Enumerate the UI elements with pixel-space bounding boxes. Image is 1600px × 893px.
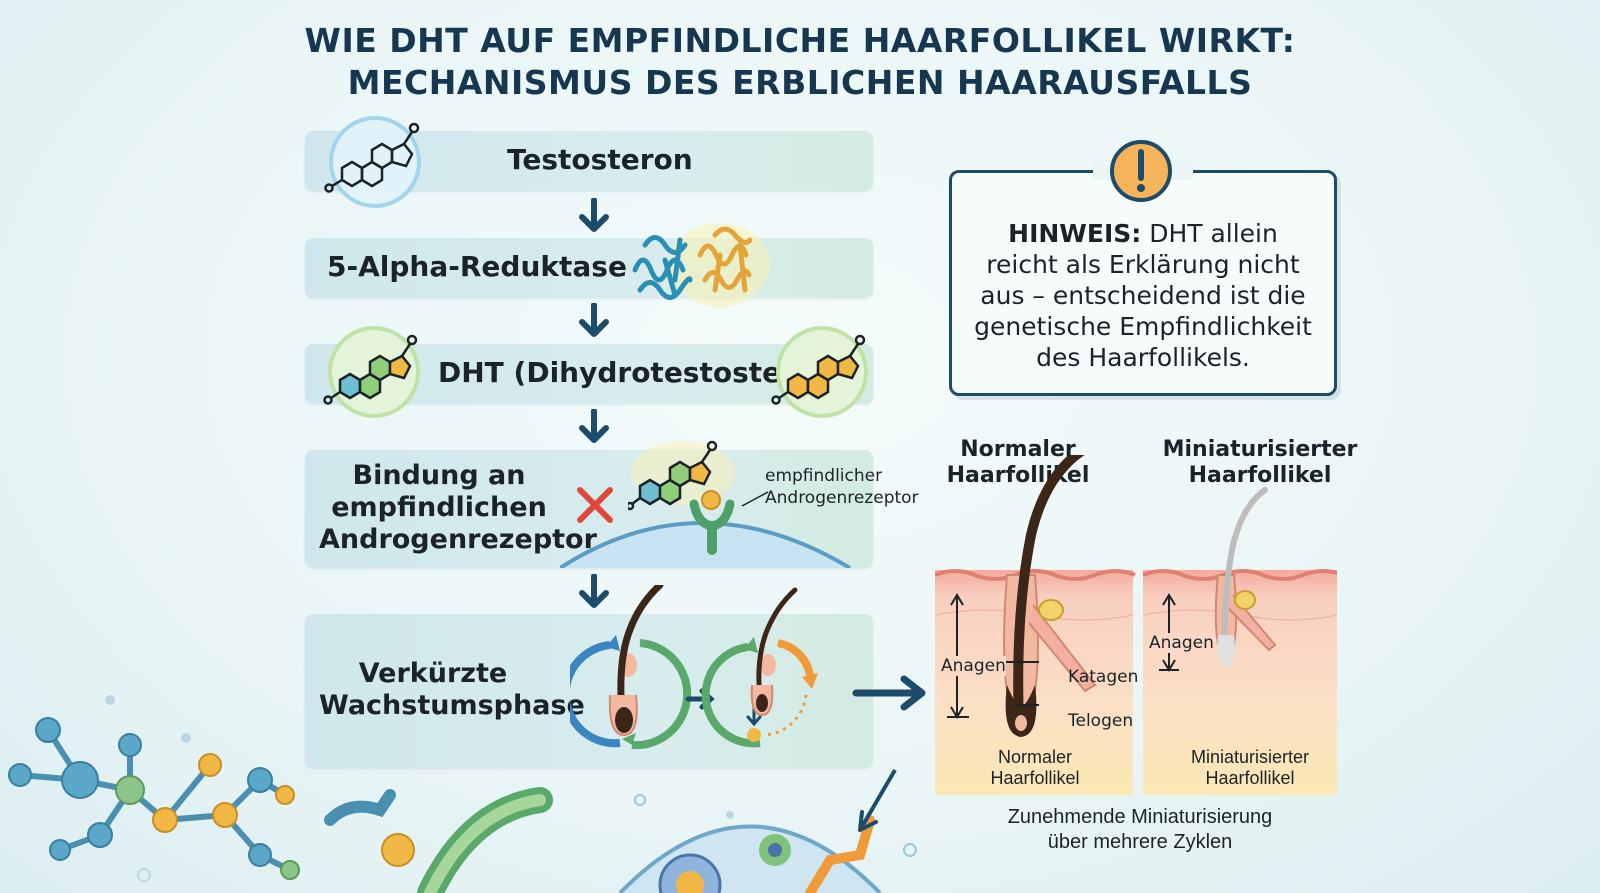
mini-title-line-2: Haarfollikel [1188, 463, 1332, 488]
down-arrow-2 [579, 303, 609, 337]
right-arrow [852, 675, 926, 711]
title-line-1: WIE DHT AUF EMPFINDLICHE HAARFOLLIKEL WI… [304, 21, 1296, 60]
dht-molecule-icon-right [771, 326, 868, 418]
anagen-mini-label: Anagen [1149, 633, 1214, 653]
step-reduktase: 5-Alpha-Reduktase [305, 238, 873, 298]
normal-caption-line-2: Haarfollikel [990, 768, 1080, 788]
blocked-x-icon [577, 487, 613, 523]
hair-cycle-graphic [570, 585, 818, 750]
miniaturization-caption: Zunehmende Miniaturisierung über mehrere… [960, 805, 1320, 855]
receptor-pointer-line [741, 491, 769, 507]
normal-follicle-title: Normaler Haarfollikel [938, 437, 1098, 489]
receptor-label-line-1: empfindlicher [765, 466, 883, 486]
enzyme-protein-icon [632, 223, 770, 307]
molecule-decoration [8, 695, 553, 893]
wachstum-line-2: Wachstumsphase [319, 690, 585, 721]
miniaturization-line-1: Zunehmende Miniaturisierung [1007, 806, 1273, 828]
title-line-2: MECHANISMUS DES ERBLICHEN HAARAUSFALLS [347, 63, 1253, 102]
note-body: DHT allein reicht als Erklärung nicht au… [974, 219, 1312, 372]
testosterone-molecule-icon [324, 116, 421, 208]
katagen-label: Katagen [1068, 667, 1139, 687]
receptor-binding-icon [628, 440, 735, 555]
bindung-line-1: Bindung an [352, 460, 526, 491]
mini-follicle-title: Miniaturisierter Haarfollikel [1160, 437, 1360, 489]
miniaturization-line-2: über mehrere Zyklen [1047, 831, 1233, 853]
normal-title-line-1: Normaler [960, 437, 1076, 462]
note-bold: HINWEIS: [1008, 219, 1142, 248]
note-text: HINWEIS: DHT allein reicht als Erklärung… [970, 218, 1316, 373]
bindung-line-3: Androgenrezeptor [319, 524, 597, 555]
mini-caption: Miniaturisierter Haarfollikel [1165, 747, 1335, 789]
receptor-label-line-2: Androgenrezeptor [765, 488, 919, 508]
down-arrow-1 [579, 198, 609, 232]
cell-decoration [618, 768, 917, 893]
step-testosteron-label: Testosteron [507, 143, 693, 176]
mini-caption-line-2: Haarfollikel [1205, 768, 1295, 788]
down-arrow-3 [579, 409, 609, 443]
normal-caption: Normaler Haarfollikel [955, 747, 1115, 789]
mini-title-line-1: Miniaturisierter [1162, 437, 1358, 462]
receptor-label: empfindlicher Androgenrezeptor [765, 465, 919, 509]
warning-icon [1110, 140, 1172, 202]
step-wachstumsphase: Verkürzte Wachstumsphase [305, 614, 873, 768]
telogen-label: Telogen [1068, 711, 1134, 731]
note-box: HINWEIS: DHT allein reicht als Erklärung… [949, 170, 1337, 396]
dht-molecule-icon-left [323, 326, 420, 418]
wachstum-line-1: Verkürzte [358, 658, 508, 689]
mini-caption-line-1: Miniaturisierter [1190, 747, 1310, 767]
normal-caption-line-1: Normaler [997, 747, 1072, 767]
follicle-comparison-graphic [935, 455, 1337, 795]
anagen-label: Anagen [941, 656, 1006, 676]
down-arrow-4 [579, 574, 609, 608]
step-reduktase-label: 5-Alpha-Reduktase [327, 250, 627, 283]
page-title: WIE DHT AUF EMPFINDLICHE HAARFOLLIKEL WI… [0, 20, 1600, 104]
step-bindung-label: Bindung an empfindlichen Androgenrezepto… [319, 460, 597, 556]
bindung-line-2: empfindlichen [331, 492, 547, 523]
step-wachstumsphase-label: Verkürzte Wachstumsphase [319, 658, 585, 722]
